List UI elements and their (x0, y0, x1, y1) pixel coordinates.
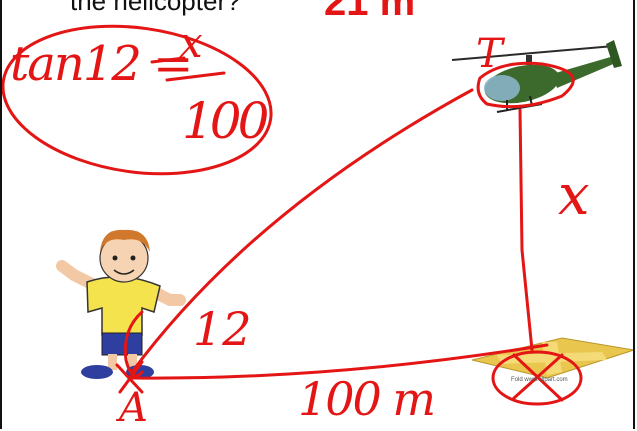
side-label: x (558, 163, 590, 228)
helipad-clipart (471, 337, 633, 379)
boy-clipart (56, 229, 186, 379)
equation-denominator: 100 (182, 92, 269, 150)
height-line (518, 108, 534, 352)
angle-arc (123, 310, 144, 378)
answer-text: 21 m (324, 0, 416, 24)
helipad-cross (512, 353, 564, 402)
question-text: the helicopter? (70, 0, 241, 16)
vertex-bottom-label: A (119, 385, 148, 429)
fraction-arrow (150, 56, 186, 64)
equation-numerator: x (179, 18, 203, 67)
helicopter-circle (476, 61, 575, 109)
ground-line (130, 343, 549, 380)
equation-circle (2, 24, 273, 176)
fraction-bar (165, 71, 226, 82)
observer-cross (115, 360, 144, 394)
angle-label: 12 (193, 302, 252, 356)
helicopter-clipart (451, 40, 622, 113)
ink-strokes (2, 24, 583, 406)
helipad-circle (491, 350, 583, 406)
distance-label: 100 m (298, 372, 436, 426)
vertex-top-label: T (476, 31, 503, 77)
equation-lhs: tan12 = (10, 36, 193, 92)
line-of-sight (130, 88, 474, 374)
clipart-watermark: Fold www.clipart.com (511, 377, 568, 383)
